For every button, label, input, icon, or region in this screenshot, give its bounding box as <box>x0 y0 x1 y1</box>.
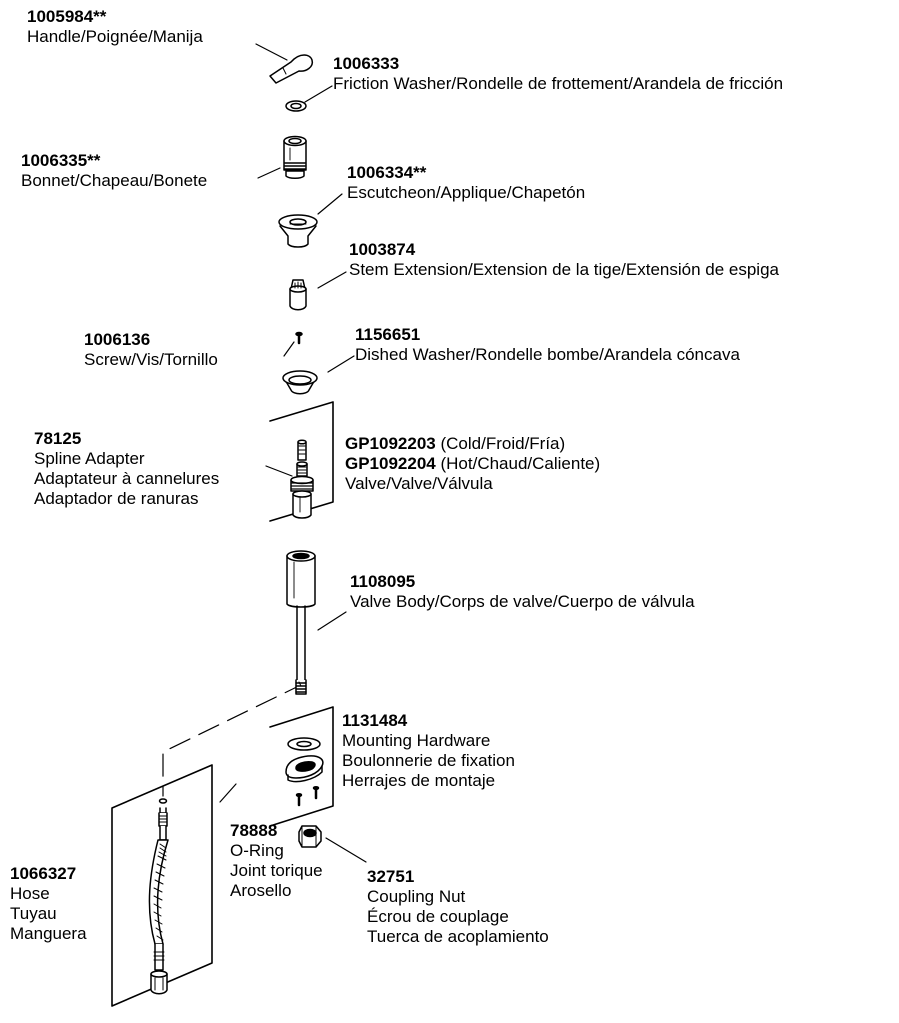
part-description-es: Manguera <box>10 924 87 943</box>
label-bonnet: 1006335** Bonnet/Chapeau/Bonete <box>21 151 207 191</box>
part-number: 1006335** <box>21 151 101 170</box>
part-description-en: Mounting Hardware <box>342 731 491 750</box>
label-screw: 1006136 Screw/Vis/Tornillo <box>84 330 218 370</box>
part-description-fr: Écrou de couplage <box>367 907 509 926</box>
hose-panel <box>111 764 213 1007</box>
label-o-ring: 78888 O-Ring Joint torique Arosello <box>230 821 323 901</box>
part-description-en: Spline Adapter <box>34 449 145 468</box>
part-description: Escutcheon/Applique/Chapetón <box>347 183 586 202</box>
friction-washer-part <box>285 100 307 112</box>
valve-body-part <box>286 550 316 695</box>
part-number: 1006333 <box>333 54 400 73</box>
part-description: Friction Washer/Rondelle de frottement/A… <box>333 74 784 93</box>
part-description-es: Arosello <box>230 881 292 900</box>
part-description: Stem Extension/Extension de la tige/Exte… <box>349 260 779 279</box>
part-description-fr: Adaptateur à cannelures <box>34 469 220 488</box>
part-description: Valve/Valve/Válvula <box>345 474 493 493</box>
part-number: 78888 <box>230 821 278 840</box>
label-hose: 1066327 Hose Tuyau Manguera <box>10 864 87 944</box>
part-description-fr: Joint torique <box>230 861 323 880</box>
valve-hot-line: GP1092204 (Hot/Chaud/Caliente) <box>345 454 600 474</box>
part-number-hot: GP1092204 <box>345 454 436 473</box>
label-coupling-nut: 32751 Coupling Nut Écrou de couplage Tue… <box>367 867 549 947</box>
part-description-en: Coupling Nut <box>367 887 466 906</box>
valve-cold-line: GP1092203 (Cold/Froid/Fría) <box>345 434 600 454</box>
label-spline-adapter: 78125 Spline Adapter Adaptateur à cannel… <box>34 429 219 509</box>
label-escutcheon: 1006334** Escutcheon/Applique/Chapetón <box>347 163 585 203</box>
o-ring-part <box>158 798 168 804</box>
part-number: 1006334** <box>347 163 427 182</box>
bonnet-part <box>283 135 307 179</box>
mounting-hardware-part <box>285 737 324 807</box>
label-stem-extension: 1003874 Stem Extension/Extension de la t… <box>349 240 779 280</box>
label-handle: 1005984** Handle/Poignée/Manija <box>27 7 203 47</box>
part-description: Bonnet/Chapeau/Bonete <box>21 171 208 190</box>
part-description-es: Herrajes de montaje <box>342 771 496 790</box>
part-number: 1003874 <box>349 240 416 259</box>
mounting-hardware-panel <box>269 706 334 827</box>
part-description-en: Hose <box>10 884 50 903</box>
stem-extension-part <box>289 279 307 311</box>
part-description-es: Tuerca de acoplamiento <box>367 927 549 946</box>
part-description-fr: Tuyau <box>10 904 57 923</box>
dished-washer-part <box>282 370 318 395</box>
part-description-en: O-Ring <box>230 841 284 860</box>
part-number-cold: GP1092203 <box>345 434 436 453</box>
label-valve-body: 1108095 Valve Body/Corps de valve/Cuerpo… <box>350 572 695 612</box>
cold-note: (Cold/Froid/Fría) <box>440 434 566 453</box>
part-number: 32751 <box>367 867 415 886</box>
part-description: Handle/Poignée/Manija <box>27 27 203 46</box>
dashed-connection-line <box>162 682 306 797</box>
part-number: 78125 <box>34 429 82 448</box>
part-description-fr: Boulonnerie de fixation <box>342 751 515 770</box>
part-number: 1006136 <box>84 330 151 349</box>
coupling-nut-part <box>298 825 322 848</box>
part-number: 1131484 <box>342 711 408 730</box>
part-number: 1108095 <box>350 572 416 591</box>
valve-cartridge-part <box>290 439 314 519</box>
label-mounting-hardware: 1131484 Mounting Hardware Boulonnerie de… <box>342 711 515 791</box>
leader-lines <box>219 43 367 863</box>
label-friction-washer: 1006333 Friction Washer/Rondelle de frot… <box>333 54 783 94</box>
label-valve: GP1092203 (Cold/Froid/Fría) GP1092204 (H… <box>345 434 600 494</box>
screw-part <box>295 331 303 345</box>
part-description: Valve Body/Corps de valve/Cuerpo de válv… <box>350 592 695 611</box>
part-description: Screw/Vis/Tornillo <box>84 350 218 369</box>
part-description-es: Adaptador de ranuras <box>34 489 199 508</box>
label-dished-washer: 1156651 Dished Washer/Rondelle bombe/Ara… <box>355 325 740 365</box>
part-description: Dished Washer/Rondelle bombe/Arandela có… <box>355 345 740 364</box>
part-number: 1156651 <box>355 325 421 344</box>
hose-part <box>148 807 169 995</box>
part-number: 1066327 <box>10 864 77 883</box>
handle-part <box>269 54 314 84</box>
part-number: 1005984** <box>27 7 107 26</box>
hot-note: (Hot/Chaud/Caliente) <box>440 454 601 473</box>
escutcheon-part <box>278 214 318 248</box>
